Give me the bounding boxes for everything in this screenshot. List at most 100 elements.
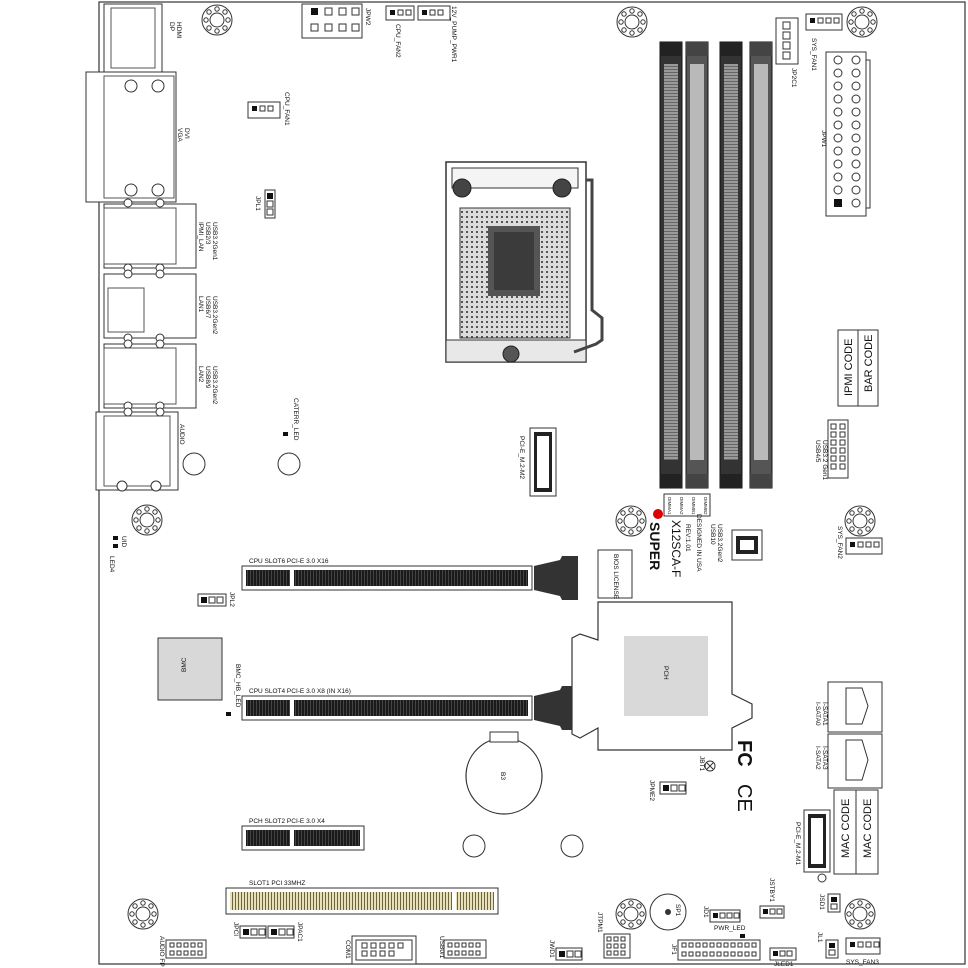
- mounting-ring: [817, 873, 827, 883]
- label-cpu-fan1: CPU_FAN1: [283, 92, 290, 126]
- mounting-hole: [131, 504, 163, 536]
- label-mac-code-1: MAC CODE: [840, 799, 852, 858]
- pch-heatsink: PCH: [571, 601, 753, 751]
- pump-pwr-header: 12V_PUMP_PWR1: [417, 5, 457, 63]
- sys-fan1-header: SYS_FAN1: [805, 13, 843, 71]
- label-slot6: CPU SLOT6 PCI-E 3.0 X16: [249, 558, 329, 565]
- label-pwr-led: PWR_LED: [714, 925, 746, 932]
- cpu-fan1-header: CPU_FAN1: [247, 92, 290, 126]
- label-jled1: JLED1: [774, 961, 794, 968]
- label-dimma2: DIMMA2: [679, 497, 684, 515]
- mac-code-sticker: MAC CODE: [833, 789, 857, 875]
- jd1-header: JD1: [702, 906, 741, 923]
- mounting-hole: [616, 6, 648, 38]
- label-led4: LED4: [108, 556, 115, 573]
- jpl2-jumper: JPL2: [197, 592, 235, 607]
- battery: B3: [465, 731, 543, 815]
- brand-dot: [653, 509, 663, 519]
- mounting-hole: [615, 505, 647, 537]
- label-mac-code-2: MAC CODE: [862, 799, 874, 858]
- jpl1-jumper: JPL1: [254, 189, 276, 219]
- label-bios-license: BIOS LICENSE: [612, 554, 619, 600]
- caterr-led: CATERR_LED: [283, 398, 299, 441]
- brand-name: SUPER: [647, 522, 663, 570]
- sys-fan3-header: SYS_FAN3: [845, 937, 881, 966]
- label-usb32gen2-a: USB3.2Gen2: [211, 296, 218, 335]
- label-hdmi: HDMI: [175, 22, 182, 39]
- led4-uid: LED4 UID: [108, 536, 127, 573]
- label-com1: COM1: [344, 940, 351, 959]
- mounting-ring: [182, 452, 206, 476]
- label-sys-fan1: SYS_FAN1: [810, 38, 817, 71]
- label-jstby1: JSTBY1: [768, 878, 775, 902]
- jstby1-header: JSTBY1: [759, 878, 785, 919]
- jpme2-jumper: JPME2: [648, 780, 687, 801]
- label-dvi: DVI: [183, 128, 190, 139]
- label-usb32gen1: USB3.2Gen1: [211, 222, 218, 261]
- label-battery: B3: [499, 772, 506, 780]
- label-jd1: JD1: [702, 906, 709, 918]
- label-dp: DP: [168, 22, 175, 31]
- io-lan1: LAN1 USB6/7 USB3.2Gen2: [103, 269, 218, 343]
- audio-fp-header: AUDIO FP: [158, 936, 207, 967]
- dimm-slot-a2: [685, 41, 709, 489]
- mounting-hole: [844, 898, 876, 930]
- label-usb23: USB2/3: [204, 222, 211, 245]
- label-bmc-hb: BMC_HB_LED: [234, 664, 241, 708]
- mounting-ring: [560, 834, 584, 858]
- label-jpl1: JPL1: [254, 196, 261, 211]
- mac-code-sticker: MAC CODE: [855, 789, 879, 875]
- sys-fan2-header: SYS_FAN2: [836, 526, 883, 559]
- label-sp1: SP1: [674, 904, 681, 917]
- label-sata1: I-SATA1: [821, 702, 828, 726]
- usb01-header: USB0/1: [438, 936, 487, 959]
- label-jsd1: JSD1: [818, 894, 825, 910]
- board-model: X12SCA-F: [669, 520, 683, 577]
- label-sata0: I-SATA0: [814, 702, 821, 726]
- dimm-slot-a1: [659, 41, 683, 489]
- label-cpu-fan2: CPU_FAN2: [394, 24, 401, 58]
- jf1-front-panel: JF1: [670, 939, 761, 961]
- label-jpl2: JPL2: [228, 592, 235, 607]
- pcie-slot2: PCH SLOT2 PCI-E 3.0 X4: [241, 818, 365, 851]
- label-lan1: LAN1: [197, 296, 204, 313]
- label-usb01: USB0/1: [438, 936, 445, 959]
- label-dimmb1: DIMMB1: [691, 497, 696, 515]
- label-usb32gen2-b: USB3.2Gen2: [211, 366, 218, 405]
- mounting-ring: [462, 834, 486, 858]
- sata23-connector: I-SATA2 I-SATA3: [814, 733, 883, 789]
- mounting-hole: [844, 505, 876, 537]
- speaker-sp1: SP1: [649, 893, 687, 931]
- jp2c1-header: JP2C1: [775, 17, 799, 88]
- jwd1-jumper: JWD1: [548, 940, 583, 961]
- jsd1-header: JSD1: [818, 893, 841, 913]
- bios-license-sticker: BIOS LICENSE: [597, 549, 633, 600]
- cert-fc: FC: [733, 740, 755, 767]
- label-pcie-m2-m1: PCI-E_M.2-M1: [794, 822, 801, 865]
- label-jpme2: JPME2: [648, 780, 655, 801]
- dimm-slots: DIMMA1 DIMMA2 DIMMB1 DIMMB2: [659, 41, 773, 517]
- label-slot1: SLOT1 PCI 33MHZ: [249, 880, 305, 887]
- label-jtpm1: JTPM1: [596, 912, 603, 933]
- jpci-jumper: JPCI: [232, 922, 267, 939]
- label-usb67: USB6/7: [204, 296, 211, 319]
- jpac1-jumper: JPAC1: [267, 922, 303, 942]
- mounting-ring: [277, 452, 301, 476]
- label-usb10: USB10: [709, 524, 716, 545]
- m2-slot-m1: PCI-E_M.2-M1: [794, 809, 831, 873]
- label-sata2: I-SATA2: [814, 746, 821, 770]
- label-jpac1: JPAC1: [296, 922, 303, 942]
- mounting-hole: [127, 898, 159, 930]
- label-pch: PCH: [662, 666, 669, 680]
- label-usb45-gen: USB3.2 Gen1: [821, 440, 828, 480]
- com1-header: COM1: [344, 935, 417, 965]
- io-vga-dvi: VGA DVI: [85, 71, 190, 203]
- label-usb45: USB4/5: [814, 440, 821, 463]
- bmc-hb-led: BMC_HB_LED: [226, 664, 241, 716]
- sata01-connector: I-SATA0 I-SATA1: [814, 681, 883, 733]
- jpw2-connector: JPW2: [301, 3, 371, 39]
- mounting-hole: [615, 898, 647, 930]
- label-caterr: CATERR_LED: [292, 398, 299, 441]
- label-jbt1: JBT1: [698, 756, 705, 772]
